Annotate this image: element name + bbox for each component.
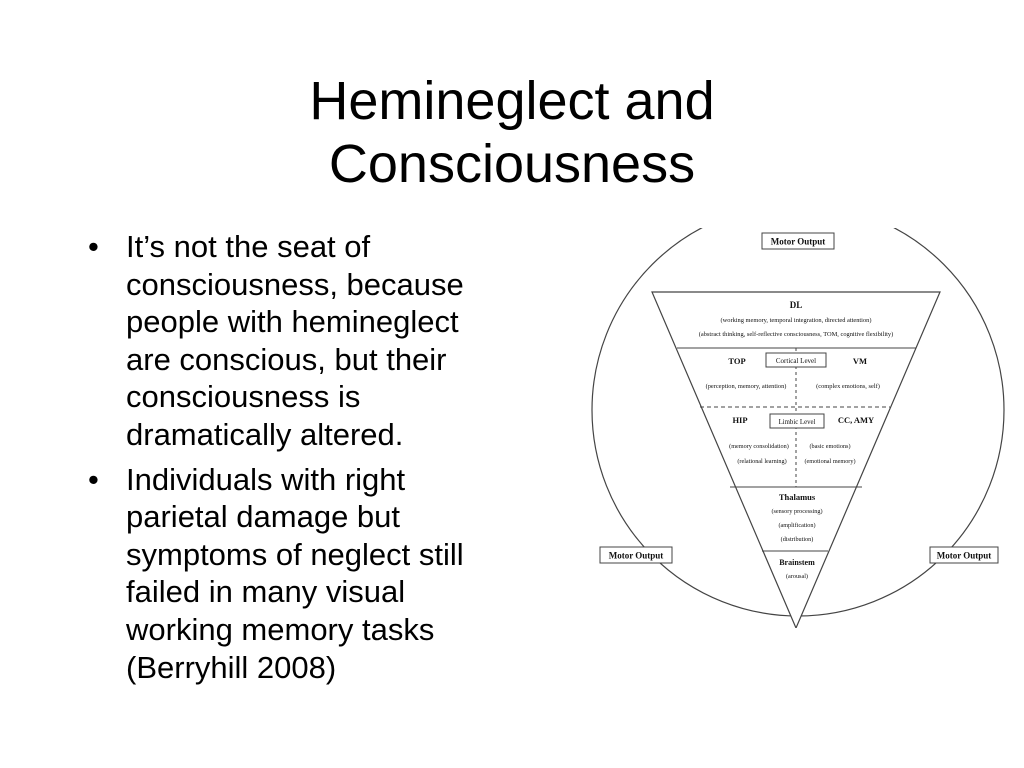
bullet-1-line-2: consciousness, because: [126, 266, 464, 302]
vm-desc: (complex emotions, self): [816, 383, 880, 390]
bullet-1-line-3: people with hemineglect: [126, 304, 459, 340]
motor-output-top-box: [761, 232, 835, 250]
bullet-marker: •: [88, 461, 99, 497]
bullet-2-line-6: (Berryhill 2008): [126, 649, 337, 685]
top-desc: (perception, memory, attention): [706, 383, 787, 390]
limbic-level-label: Limbic Level: [779, 419, 816, 426]
hip-desc-1: (memory consolidation): [729, 443, 789, 450]
vm-title: VM: [853, 356, 867, 366]
bullet-list: • It’s not the seat of consciousness, be…: [86, 228, 552, 758]
bullet-item-1: • It’s not the seat of consciousness, be…: [86, 228, 552, 454]
bullet-marker: •: [88, 229, 99, 264]
hip-title: HIP: [732, 415, 747, 425]
brainstem-title: Brainstem: [779, 558, 815, 567]
motor-output-left-box: [599, 546, 673, 564]
thalamus-desc-2: (amplification): [778, 522, 815, 529]
hierarchy-triangle: [651, 291, 941, 630]
slide-title-line-2: Consciousness: [328, 134, 696, 194]
dl-desc-2: (abstract thinking, self-reflective cons…: [699, 331, 893, 338]
thalamus-desc-1: (sensory processing): [771, 508, 822, 515]
slide-title: Hemineglect and Consciousness: [0, 70, 1024, 196]
brainstem-desc: (arousal): [786, 573, 808, 580]
motor-output-top-label: Motor Output: [771, 237, 826, 247]
dl-title: DL: [790, 300, 803, 310]
thalamus-title: Thalamus: [779, 492, 816, 502]
hip-desc-2: (relational learning): [737, 458, 786, 465]
motor-output-left-label: Motor Output: [609, 551, 664, 561]
bullet-2-line-4: failed in many visual: [126, 574, 406, 610]
diagram-svg: Motor Output Motor Output Motor Output D…: [591, 203, 1005, 630]
brain-hierarchy-diagram: Motor Output Motor Output Motor Output D…: [590, 203, 1010, 630]
limbic-level-box: [769, 413, 825, 429]
bullet-1-line-4: are conscious, but their: [126, 341, 447, 377]
dl-desc-1: (working memory, temporal integration, d…: [721, 317, 872, 324]
motor-output-right-box: [929, 546, 999, 564]
bullet-item-2: • Individuals with right parietal damage…: [86, 461, 552, 687]
bullet-2-line-5: working memory tasks: [126, 611, 435, 647]
bullet-2-line-2: parietal damage but: [126, 499, 401, 535]
slide-title-line-1: Hemineglect and: [309, 71, 715, 131]
cortical-level-label: Cortical Level: [776, 357, 816, 365]
bullet-2-line-1: Individuals with right: [126, 461, 406, 497]
top-title: TOP: [728, 356, 745, 366]
bullet-1-line-1: It’s not the seat of: [126, 229, 371, 264]
bullet-2-line-3: symptoms of neglect still: [126, 536, 464, 572]
cc-amy-desc-1: (basic emotions): [809, 443, 850, 450]
thalamus-desc-3: (distribution): [781, 536, 814, 543]
bullet-1-line-5: consciousness is: [126, 379, 361, 415]
cc-amy-title: CC, AMY: [838, 415, 874, 425]
motor-output-right-label: Motor Output: [937, 551, 992, 561]
bullet-1-line-6: dramatically altered.: [126, 416, 404, 452]
cortical-level-box: [765, 352, 827, 368]
cc-amy-desc-2: (emotional memory): [804, 458, 855, 465]
